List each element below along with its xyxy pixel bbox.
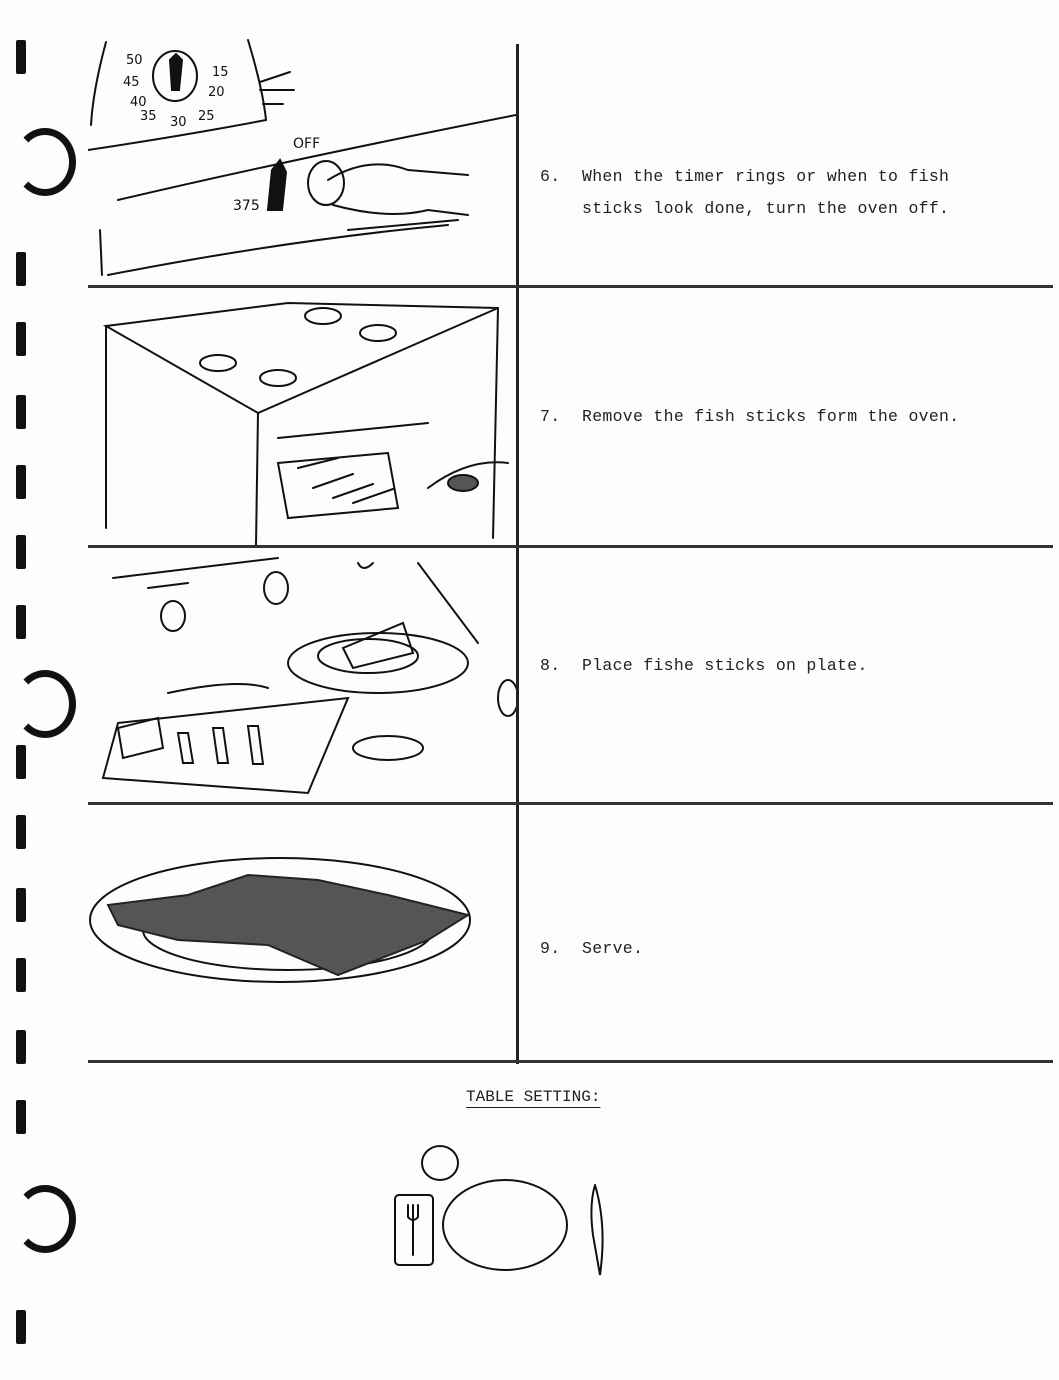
step-text: Remove the fish sticks form the oven. [582,407,960,426]
step-6: 6. When the timer rings or when to fish s… [540,161,1010,225]
row-divider [88,802,1053,805]
napkin-icon [394,1194,434,1266]
plating-illustration [101,557,516,795]
served-plate-illustration [89,857,471,983]
step-7: 7. Remove the fish sticks form the oven. [540,401,1010,433]
binder-hole [16,605,26,639]
dial-off-label: OFF [293,136,320,152]
binder-hole [16,745,26,779]
binder-hole [16,958,26,992]
fork-icon [407,1204,419,1256]
timer-label: 20 [208,85,225,100]
binder-hole [16,535,26,569]
step-text: Place fishe sticks on plate. [582,656,868,675]
binder-hole [16,888,26,922]
knife-icon [590,1184,604,1276]
timer-dial-illustration: 50 45 40 35 30 25 20 15 OFF 375 [88,39,516,276]
binder-hole [16,1030,26,1064]
binder-hole [16,40,26,74]
table-setting-illustration [394,1145,604,1276]
timer-label: 45 [123,75,140,90]
row-divider [88,285,1053,288]
oven-illustration [102,301,509,545]
binder-hole [16,322,26,356]
timer-label: 50 [126,53,143,68]
timer-label: 40 [130,95,147,110]
step-8: 8. Place fishe sticks on plate. [540,650,1010,682]
plate-icon [442,1179,568,1271]
binder-ring [14,670,76,738]
binder-ring [14,128,76,196]
binder-ring [14,1185,76,1253]
glass-icon [421,1145,459,1181]
dial-temp-label: 375 [233,198,260,214]
timer-label: 35 [140,109,157,124]
row-divider [88,1060,1053,1063]
binder-hole [16,252,26,286]
binder-hole [16,1310,26,1344]
binder-hole [16,465,26,499]
binder-hole [16,395,26,429]
step-text: Serve. [582,939,644,958]
step-text: When the timer rings or when to fish sti… [582,167,950,218]
step-number: 9. [540,939,561,958]
table-setting-title: TABLE SETTING: [466,1088,601,1106]
timer-label: 30 [170,115,187,130]
step-number: 8. [540,656,561,675]
step-number: 6. [540,167,561,186]
column-divider [516,44,519,1064]
step-9: 9. Serve. [540,933,1010,965]
binder-hole [16,815,26,849]
row-divider [88,545,1053,548]
step-number: 7. [540,407,561,426]
timer-label: 15 [212,65,229,80]
timer-label: 25 [198,109,215,124]
binder-hole [16,1100,26,1134]
